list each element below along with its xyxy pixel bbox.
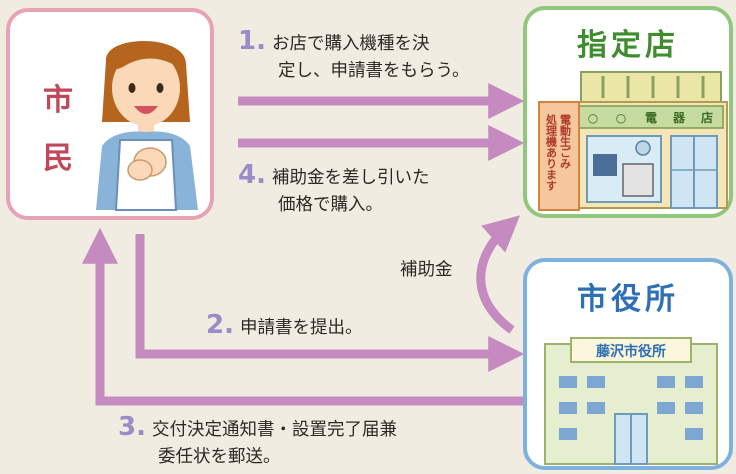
office-box: 市役所 藤沢市役所	[523, 258, 733, 470]
store-sign-char: ○	[616, 111, 626, 125]
citizen-box: 市 民	[6, 8, 214, 220]
step-1-number: 1.	[238, 26, 266, 56]
office-building-sign: 藤沢市役所	[596, 343, 666, 360]
step-4-line-1: 補助金を差し引いた	[271, 168, 430, 188]
subsidy-label: 補助金	[400, 260, 453, 280]
office-illustration: 藤沢市役所	[544, 337, 718, 465]
step-1-line-1: お店で購入機種を決	[271, 34, 430, 54]
store-sign-char: 器	[672, 111, 686, 125]
store-title: 指定店	[577, 28, 679, 63]
step-3-label: 3.交付決定通知書・設置完了届兼 委任状を郵送。	[118, 414, 397, 471]
step-2-number: 2.	[206, 310, 234, 340]
step-4-line-2: 価格で購入。	[278, 195, 383, 215]
step-4-label: 4.補助金を差し引いた 価格で購入。	[238, 162, 429, 219]
office-title: 市役所	[577, 282, 679, 317]
citizen-title: 市 民	[43, 83, 73, 176]
banner-line-1: 電動生ごみ	[559, 114, 572, 170]
banner-line-2: 処理機あります	[545, 113, 559, 191]
store-sign-char: ○	[588, 111, 598, 125]
arrow-step2	[135, 234, 525, 372]
step-2-line-1: 申請書を提出。	[239, 318, 363, 338]
arrow-step3	[82, 227, 523, 406]
step-1-line-2: 定し、申請書をもらう。	[278, 61, 470, 81]
step-1-label: 1.お店で購入機種を決 定し、申請書をもらう。	[238, 28, 469, 85]
step-3-line-1: 交付決定通知書・設置完了届兼	[151, 420, 397, 440]
store-box: 指定店 ○ ○ 電 器 店 電動生ごみ 処理機あります	[523, 6, 733, 218]
store-sign-char: 店	[701, 110, 713, 125]
step-3-number: 3.	[118, 412, 146, 442]
store-sign-char: 電	[645, 111, 657, 125]
step-2-label: 2.申請書を提出。	[206, 312, 362, 342]
store-illustration: ○ ○ 電 器 店 電動生ごみ 処理機あります	[538, 71, 728, 211]
step-3-line-2: 委任状を郵送。	[158, 447, 281, 467]
citizen-illustration	[96, 40, 198, 211]
arrow-subsidy	[476, 215, 521, 334]
step-4-number: 4.	[238, 160, 266, 190]
